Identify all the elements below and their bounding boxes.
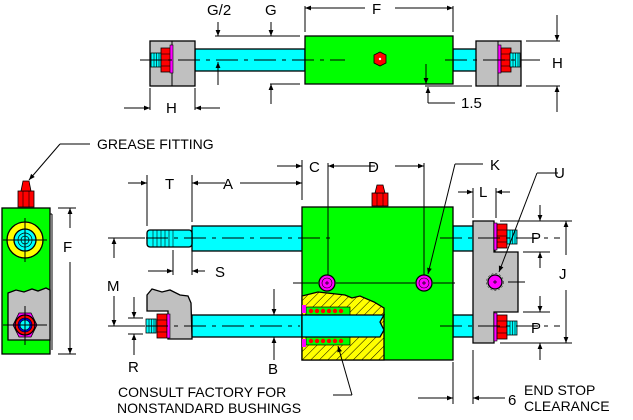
callout-grease-fitting: GREASE FITTING bbox=[97, 136, 214, 152]
dim-label-b: B bbox=[268, 361, 278, 378]
shaft-end-nut-icon bbox=[3, 306, 47, 345]
top-view: G/2 G F H H 1.5 bbox=[124, 1, 563, 117]
front-end-stop-left bbox=[145, 288, 193, 340]
note-bushings-line2: NONSTANDARD BUSHINGS bbox=[117, 400, 301, 416]
dim-label-h-right: H bbox=[552, 55, 563, 72]
front-shaft-upper bbox=[191, 225, 305, 252]
dim-label-p-top: P bbox=[531, 230, 541, 247]
dim-label-a: A bbox=[223, 176, 233, 193]
dim-label-f-top: F bbox=[372, 1, 381, 18]
front-end-stop-right bbox=[472, 220, 519, 344]
grease-fitting-front-icon bbox=[371, 184, 389, 207]
note-clearance-line1: END STOP bbox=[524, 382, 595, 398]
top-end-stop-left bbox=[149, 40, 196, 87]
dim-label-j: J bbox=[559, 266, 567, 283]
dim-label-l: L bbox=[479, 184, 487, 201]
dim-label-p-bottom: P bbox=[531, 320, 541, 337]
dim-label-r: R bbox=[128, 359, 139, 376]
top-shaft-left bbox=[194, 48, 306, 72]
front-view: T A C D K U L P J P M bbox=[107, 157, 610, 416]
top-end-stop-right bbox=[475, 40, 522, 87]
dim-label-m: M bbox=[107, 278, 120, 295]
mounting-hole-left-icon bbox=[318, 274, 336, 292]
dim-label-clearance: 6 bbox=[508, 392, 516, 409]
dim-label-offset: 1.5 bbox=[461, 95, 482, 112]
note-clearance-line2: CLEARANCE bbox=[524, 398, 610, 414]
dim-label-t: T bbox=[165, 176, 174, 193]
dim-label-h-left: H bbox=[166, 100, 177, 117]
dim-label-g-half: G/2 bbox=[207, 2, 231, 19]
callout-k: K bbox=[490, 157, 500, 174]
note-bushings-line1: CONSULT FACTORY FOR bbox=[118, 384, 286, 400]
bushing-cutaway bbox=[301, 291, 386, 361]
dim-label-c: C bbox=[309, 159, 320, 176]
bushing-end-icon bbox=[3, 218, 47, 262]
grease-fitting-icon bbox=[17, 180, 35, 208]
dim-label-f-side: F bbox=[63, 239, 72, 256]
mounting-hole-right-icon bbox=[415, 274, 433, 292]
side-view: F GREASE FITTING bbox=[1, 136, 214, 355]
dim-label-d: D bbox=[368, 159, 379, 176]
grease-fitting-top-icon bbox=[373, 51, 387, 67]
callout-u: U bbox=[554, 165, 565, 182]
dim-label-g: G bbox=[265, 2, 277, 19]
dim-label-s: S bbox=[215, 264, 225, 281]
